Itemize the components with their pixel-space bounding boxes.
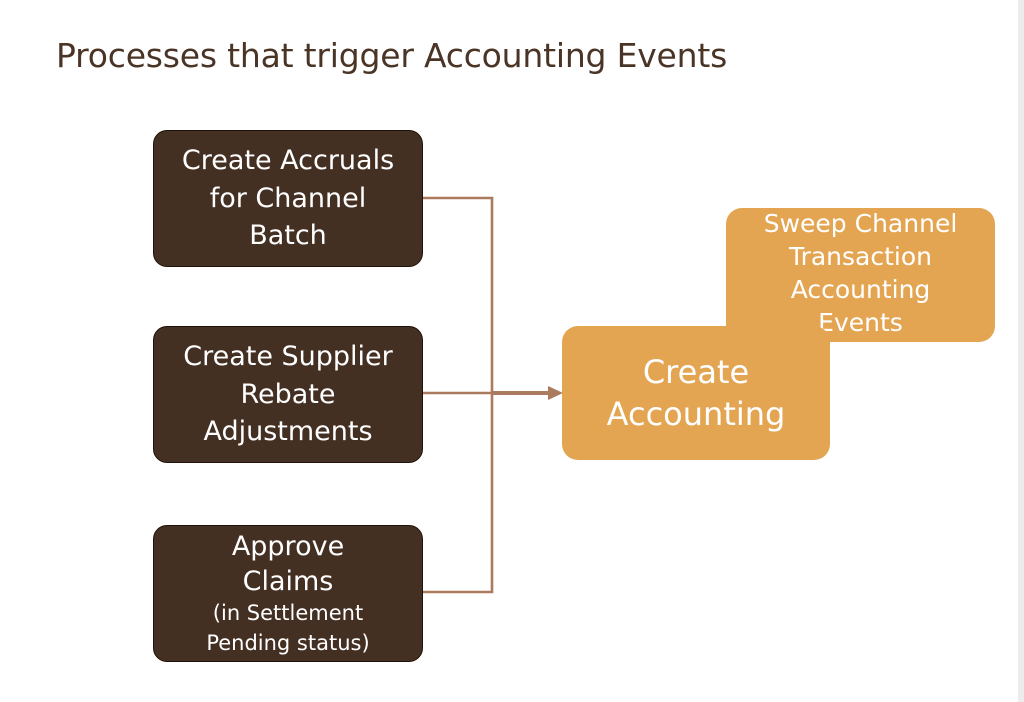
process-label-line: for Channel — [209, 182, 367, 214]
process-sublabel-line: Pending status) — [206, 630, 370, 655]
connector-from-accruals — [423, 196, 494, 393]
process-label-line: Approve — [231, 531, 345, 563]
process-label-line: Rebate — [240, 378, 336, 410]
process-label-line: Events — [818, 308, 903, 338]
process-label-line: Sweep Channel — [763, 208, 958, 238]
process-create-accruals: Create Accruals for Channel Batch — [153, 130, 423, 267]
process-label-line: Accounting — [790, 275, 931, 304]
process-create-supplier-rebate-adjustments: Create Supplier Rebate Adjustments — [153, 326, 423, 463]
process-label-line: Adjustments — [203, 416, 373, 448]
arrow-head-icon — [548, 386, 563, 400]
connector-from-claims — [423, 393, 494, 594]
process-sublabel-line: (in Settlement — [212, 601, 364, 626]
process-label-line: Create Accruals — [181, 144, 395, 176]
process-label-line: Create — [642, 352, 750, 391]
process-approve-claims: Approve Claims (in Settlement Pending st… — [153, 525, 423, 662]
page-title: Processes that trigger Accounting Events — [56, 36, 728, 75]
process-label-line: Transaction — [788, 241, 933, 271]
process-label-line: Batch — [249, 220, 327, 252]
process-label-line: Create Supplier — [183, 340, 393, 372]
process-create-accounting: Create Accounting — [562, 326, 830, 460]
right-edge-strip — [1018, 0, 1024, 702]
process-label-line: Accounting — [606, 395, 786, 433]
process-sweep-channel-transaction-accounting-events: Sweep Channel Transaction Accounting Eve… — [726, 208, 995, 342]
process-label-line: Claims — [242, 566, 334, 598]
